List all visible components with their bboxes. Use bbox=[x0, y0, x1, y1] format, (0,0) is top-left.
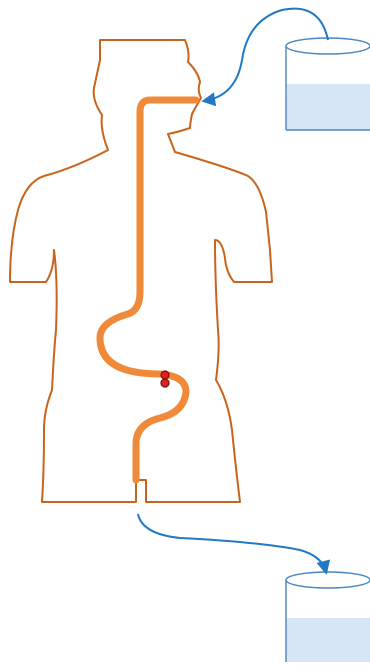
input-beaker bbox=[286, 38, 370, 130]
input-beaker-liquid bbox=[286, 84, 370, 130]
output-beaker-liquid bbox=[286, 618, 370, 662]
sensor-dot-1 bbox=[161, 371, 169, 379]
output-beaker bbox=[286, 572, 370, 662]
output-arrow bbox=[138, 514, 326, 572]
digestive-tract-path bbox=[100, 100, 196, 480]
sensor-pair bbox=[161, 371, 169, 387]
sensor-dot-2 bbox=[161, 379, 169, 387]
input-beaker-rim bbox=[286, 38, 370, 54]
output-beaker-rim bbox=[286, 572, 370, 588]
